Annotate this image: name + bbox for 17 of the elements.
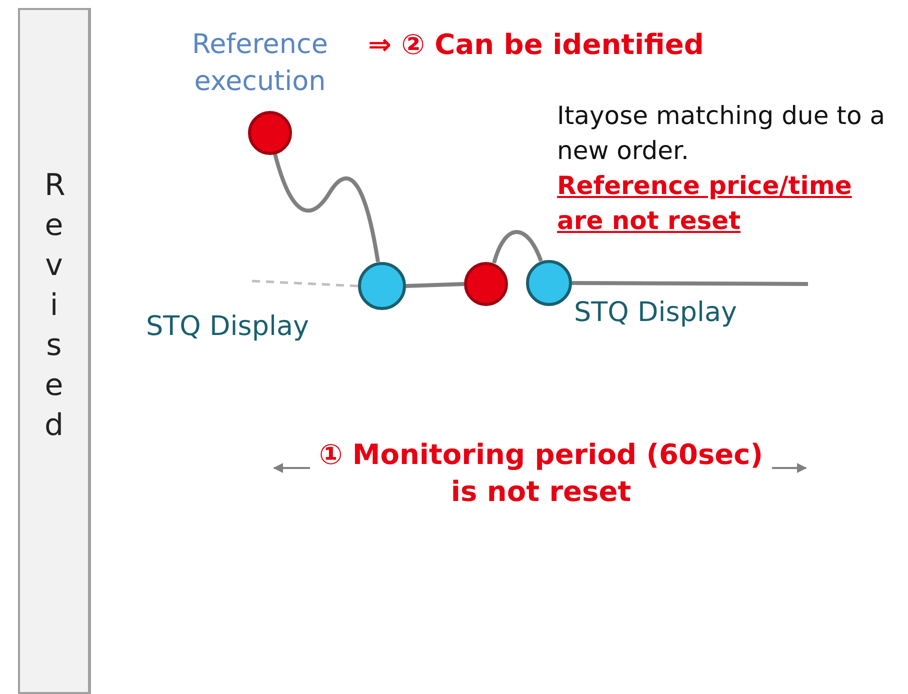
node-caption: STQ Display xyxy=(574,296,738,330)
node-caption: STQ Display xyxy=(146,310,310,344)
display-dot xyxy=(358,262,406,310)
note-text: Reference price/time are not reset xyxy=(557,170,853,237)
display-dot xyxy=(526,260,572,306)
band-label: Revised xyxy=(44,167,64,445)
price-line xyxy=(406,282,464,288)
execution-dot xyxy=(248,111,292,155)
node-caption: Reference execution xyxy=(191,28,329,99)
price-line xyxy=(572,281,808,286)
execution-dot xyxy=(464,262,508,306)
side-band xyxy=(18,8,90,694)
note-text: Itayose matching due to a new order. xyxy=(557,100,886,167)
dashed-line xyxy=(252,280,358,288)
price-line xyxy=(273,153,380,262)
annotation: ⇒ ② Can be identified xyxy=(368,27,705,63)
price-line xyxy=(492,230,543,264)
